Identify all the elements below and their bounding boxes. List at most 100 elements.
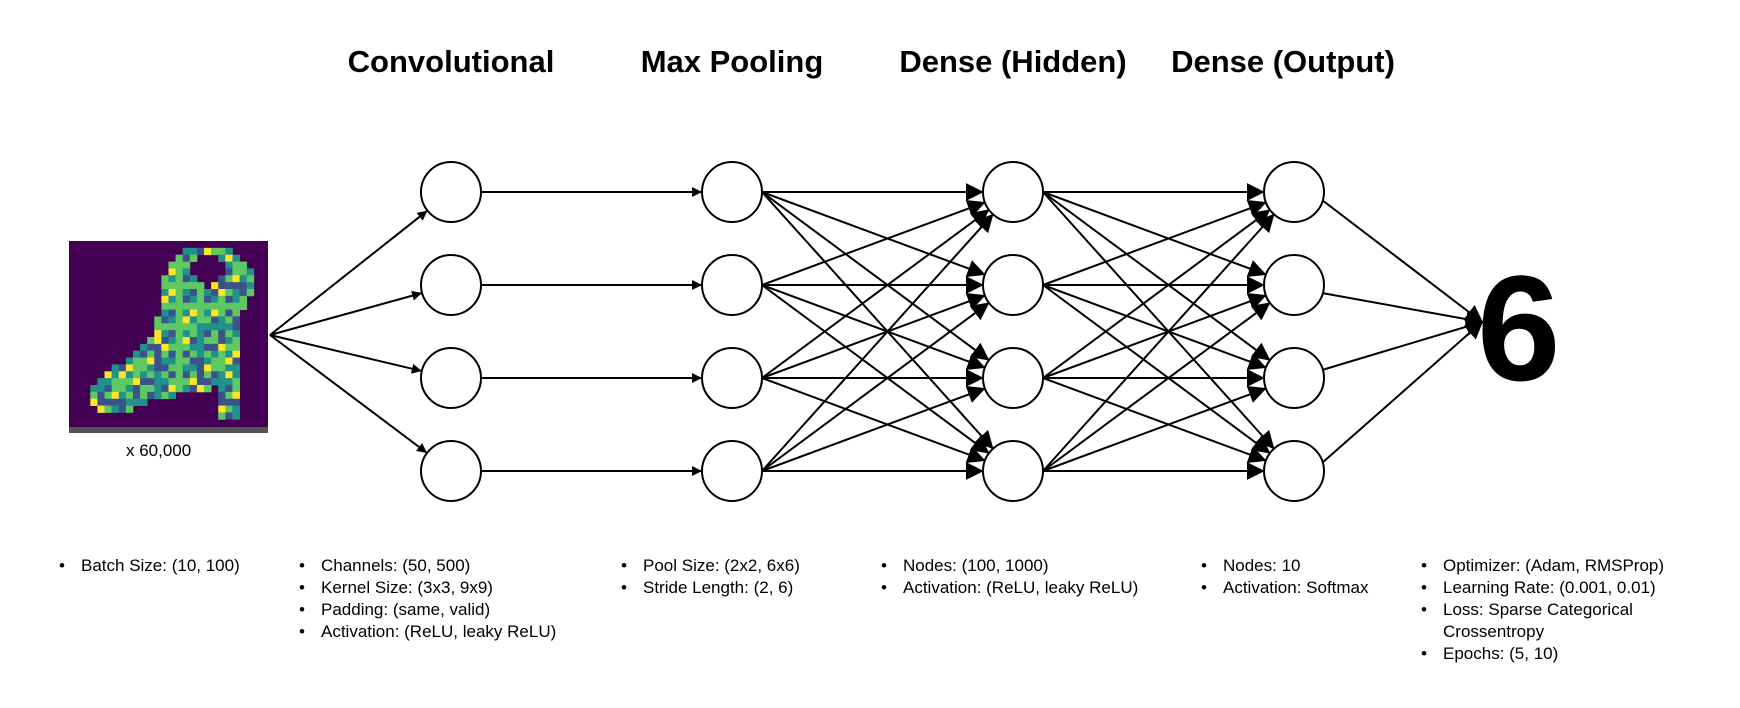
image-pixel (154, 364, 162, 372)
connection-arrow (1042, 191, 1267, 278)
image-pixel (161, 343, 169, 352)
image-axis-strip (69, 427, 268, 433)
image-pixel (161, 275, 169, 283)
connection-arrow (1042, 302, 1271, 472)
image-pixel (225, 295, 233, 304)
image-pixel (211, 364, 219, 372)
image-pixel (218, 357, 226, 365)
image-pixel (118, 364, 127, 372)
image-pixel (211, 323, 219, 331)
image-pixel (225, 316, 233, 324)
image-pixel (104, 405, 113, 413)
image-pixel (225, 371, 233, 379)
image-pixel (161, 282, 169, 290)
connection-arrow (1042, 292, 1267, 379)
image-pixel (239, 268, 248, 276)
layer-title-dense-hidden: Dense (Hidden) (899, 44, 1127, 79)
image-pixel (132, 364, 141, 372)
image-pixel (211, 337, 219, 345)
image-pixel (125, 405, 134, 413)
image-pixel (232, 323, 240, 331)
hidden-node (982, 254, 1044, 316)
image-pixel (225, 391, 233, 400)
image-pixel (182, 371, 191, 379)
image-pixel (161, 309, 169, 317)
image-pixel (225, 412, 233, 420)
image-pixel (161, 378, 169, 386)
conv-node (420, 254, 482, 316)
image-pixel (154, 357, 162, 365)
image-pixel (225, 405, 233, 413)
image-pixel (204, 247, 212, 256)
image-pixel (125, 378, 134, 386)
output-node (1263, 254, 1325, 316)
image-pixel (196, 323, 205, 331)
image-pixel (239, 302, 248, 310)
image-pixel (147, 378, 155, 386)
image-pixel (168, 357, 177, 365)
param-item: Epochs: (5, 10) (1420, 643, 1720, 665)
connection-arrow (269, 334, 428, 454)
image-pixel (182, 330, 191, 338)
image-pixel (125, 391, 134, 400)
conv-params-list: Channels: (50, 500) Kernel Size: (3x3, 9… (298, 555, 556, 643)
image-pixel (168, 343, 177, 352)
image-pixel (232, 330, 240, 338)
image-pixel (189, 378, 198, 386)
connection-arrow (269, 290, 423, 336)
image-pixel (168, 302, 177, 310)
image-pixel (218, 295, 226, 304)
image-pixel (232, 350, 240, 358)
image-pixel (168, 289, 177, 297)
image-pixel (168, 391, 177, 400)
image-pixel (168, 316, 177, 324)
output-prediction-label: 6 (1477, 244, 1561, 412)
image-pixel (111, 364, 120, 372)
connection-arrow (1042, 284, 1267, 371)
image-pixel (189, 316, 198, 324)
image-pixel (175, 343, 184, 352)
image-pixel (161, 323, 169, 331)
image-pixel (232, 391, 240, 400)
image-pixel (211, 295, 219, 304)
image-pixel (232, 309, 240, 317)
image-pixel (168, 330, 177, 338)
image-pixel (246, 268, 255, 276)
image-pixel (232, 275, 240, 283)
image-pixel (111, 391, 120, 400)
connection-arrow (761, 284, 990, 454)
image-pixel (168, 275, 177, 283)
image-pixel (140, 391, 148, 400)
hidden-node (982, 161, 1044, 223)
image-pixel (204, 337, 212, 345)
image-pixel (189, 295, 198, 304)
image-pixel (211, 350, 219, 358)
connection-arrow (761, 213, 994, 472)
image-pixel (154, 350, 162, 358)
image-pixel (161, 364, 169, 372)
image-pixel (218, 330, 226, 338)
fashion-mnist-ankle-boot-image (69, 241, 268, 433)
connection-arrow (761, 191, 986, 278)
image-pixel (196, 357, 205, 365)
image-pixel (161, 371, 169, 379)
pool-node (701, 161, 763, 223)
image-pixel (189, 350, 198, 358)
image-pixel (182, 337, 191, 345)
connection-arrow (1042, 191, 1271, 361)
image-pixel (246, 289, 255, 297)
hidden-node (982, 440, 1044, 502)
image-pixel (111, 378, 120, 386)
image-pixel (225, 378, 233, 386)
image-pixel (196, 309, 205, 317)
image-pixel (168, 309, 177, 317)
connection-arrow (1321, 199, 1484, 324)
image-pixel (104, 371, 113, 379)
param-item: Padding: (same, valid) (298, 599, 556, 621)
connection-arrow (761, 209, 990, 379)
image-pixel (168, 364, 177, 372)
training-params-list: Optimizer: (Adam, RMSProp) Learning Rate… (1420, 555, 1720, 665)
image-pixel (211, 289, 219, 297)
image-pixel (196, 350, 205, 358)
